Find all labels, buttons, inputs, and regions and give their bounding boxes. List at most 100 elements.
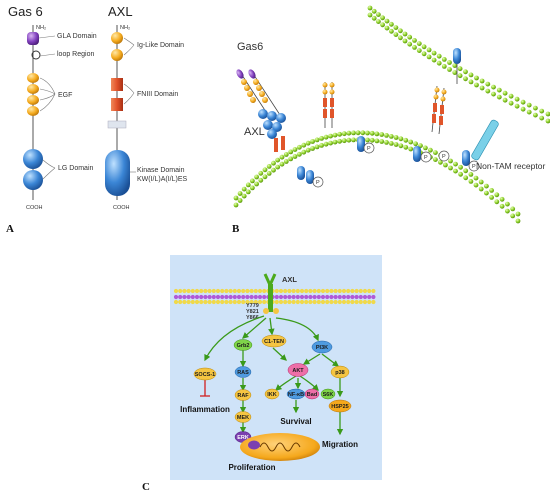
membrane-bead [245,299,250,305]
membrane-bead [316,299,321,305]
membrane-bead [413,141,418,147]
membrane-bead [320,288,326,294]
cell-membrane-upper [367,5,550,124]
membrane-bead [299,299,305,305]
membrane-bead [241,186,247,192]
membrane-bead [354,299,359,305]
membrane-bead [367,299,372,305]
membrane-bead [416,48,422,53]
membrane-bead [360,130,366,136]
membrane-bead [416,41,422,46]
svg-text:PI3K: PI3K [316,345,328,351]
membrane-bead [279,161,285,167]
membrane-bead [241,193,247,199]
non-tam-receptor: P Non-TAM receptor [462,119,545,172]
membrane-bead [463,168,469,174]
membrane-bead [358,288,363,294]
membrane-bead [173,288,179,294]
membrane-bead [257,299,263,305]
ig-domain-shape [111,32,123,44]
membrane-bead [325,294,330,300]
gas6-cooh: COOH [26,205,43,211]
membrane-bead [380,15,385,21]
membrane-bead [371,288,376,294]
membrane-bead [468,172,474,177]
membrane-bead [299,294,305,300]
membrane-bead [489,195,494,200]
membrane-bead [283,294,288,300]
membrane-bead [215,299,221,305]
membrane-bead [533,112,538,118]
membrane-bead [319,136,324,141]
membrane-bead [304,288,309,294]
membrane-bead [478,186,484,192]
membrane-bead [329,294,334,300]
membrane-bead [245,294,250,300]
membrane-bead [211,299,216,305]
membrane-bead [194,294,200,300]
membrane-bead [297,151,302,157]
membrane-bead [207,294,212,300]
membrane-bead [398,35,403,41]
membrane-bead [291,294,296,300]
membrane-bead [350,299,355,305]
membrane-bead [291,288,296,294]
membrane-bead [423,145,428,151]
membrane-bead [305,140,311,146]
membrane-bead [301,142,307,148]
membrane-bead [292,147,298,152]
nucleus [240,433,320,461]
membrane-bead [291,299,296,305]
membrane-bead [453,161,458,167]
membrane-bead [485,88,491,94]
membrane-bead [398,143,404,149]
membrane-bead [505,208,510,214]
membrane-bead [283,288,288,294]
ig-label: Ig-Like Domain [137,42,184,49]
membrane-bead [283,159,289,164]
membrane-bead [403,144,409,150]
gas6-axl-complex-left: P [236,69,324,188]
outcome-survival: Survival [280,417,311,426]
membrane-bead [182,299,187,305]
membrane-bead [358,299,363,305]
membrane-bead [354,294,359,300]
membrane-bead [452,63,458,68]
membrane-bead [367,294,372,300]
egf-bead [27,95,39,105]
membrane-bead [337,288,342,294]
membrane-bead [367,288,372,294]
membrane-bead [304,299,309,305]
membrane-bead [232,299,237,305]
membrane-bead [194,288,200,294]
node-mek: MEK [234,411,252,423]
membrane-bead [398,28,403,34]
membrane-bead [199,294,204,300]
membrane-bead [228,299,233,305]
membrane-bead [275,164,281,170]
svg-text:AKT: AKT [292,368,304,374]
membrane-bead [515,218,521,224]
membrane-bead [310,146,315,151]
kinase-label: Kinase Domain [137,167,185,174]
membrane-bead [333,299,338,305]
membrane-bead [190,294,195,300]
axl-receptor-upper-cell [453,48,461,84]
membrane-bead [228,288,233,294]
membrane-bead [250,178,255,184]
membrane-bead [371,8,377,14]
membrane-bead [421,44,427,50]
membrane-bead [362,299,368,305]
membrane-bead [194,299,200,305]
membrane-bead [186,299,191,305]
membrane-bead [365,137,370,143]
membrane-bead [329,288,334,294]
panel-a: Gas 6 AXL NH₂ GLA Domain loop Region EGF… [6,4,188,235]
panel-c-axl-label: AXL [282,275,297,284]
membrane-bead [367,5,373,11]
node-ras: RAS [234,366,252,378]
svg-text:Y866: Y866 [246,315,259,321]
non-tam-label: Non-TAM receptor [476,161,545,171]
fn-label: FNIII Domain [137,91,178,98]
